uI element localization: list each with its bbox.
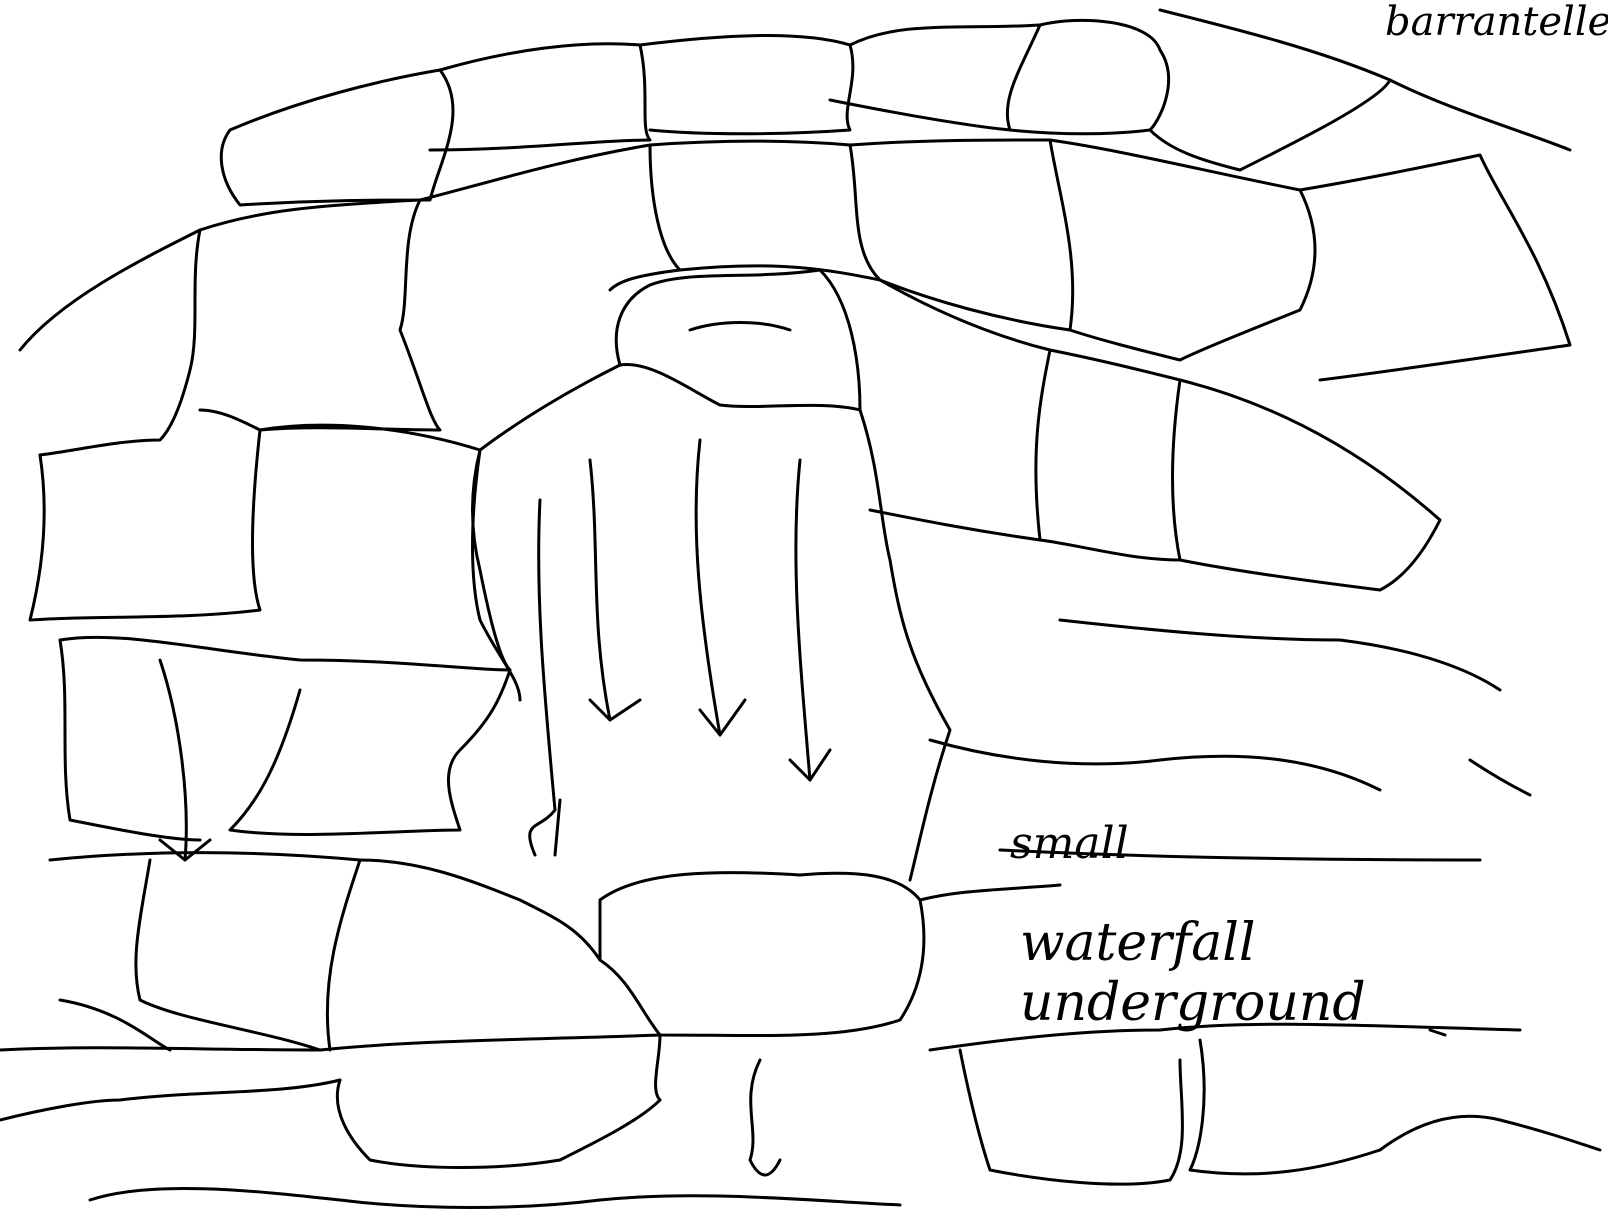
- label-underground: underground: [1020, 973, 1366, 1033]
- annotation-labels: barrantelle small waterfall underground: [1010, 0, 1608, 1033]
- label-top-right: barrantelle: [1385, 0, 1608, 45]
- label-waterfall: waterfall: [1020, 913, 1256, 973]
- label-small: small: [1010, 818, 1129, 869]
- waterfall: [473, 270, 951, 880]
- stone-wall-second-row: [20, 140, 1570, 455]
- stone-wall-top-row: [221, 10, 1570, 205]
